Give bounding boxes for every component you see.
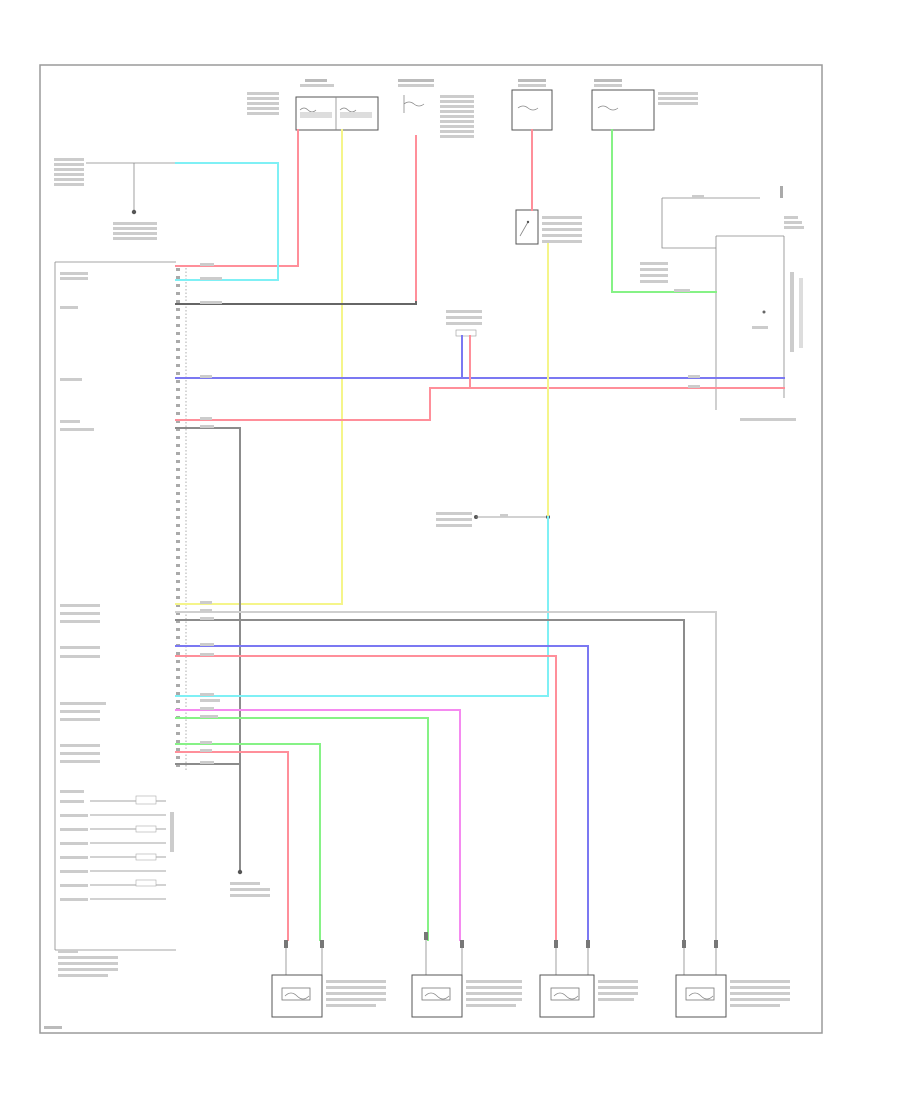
wire-pink-1 (175, 709, 461, 941)
wire-green-3 (175, 743, 321, 941)
fuse-box-3 (511, 79, 553, 131)
wire-yellow-1 (175, 129, 343, 605)
sensor-icon (550, 987, 580, 1001)
control-module (54, 261, 187, 977)
left-top-module (54, 158, 176, 240)
sensor-icon (281, 987, 311, 1001)
sensor-1 (271, 940, 386, 1018)
footer-stamp (44, 1026, 62, 1029)
wire-tags (200, 195, 704, 764)
fuse-box-2 (398, 79, 474, 138)
wire-lightgray-1 (175, 611, 717, 941)
signal-point (436, 512, 550, 527)
sensor-icon (685, 987, 715, 1001)
right-module (640, 186, 804, 421)
sensor-3 (539, 940, 638, 1018)
wire-red-6 (175, 655, 557, 941)
wire-green-2 (175, 717, 429, 941)
sensor-icon (421, 987, 451, 1001)
wire-red-3 (175, 387, 785, 421)
fuse-icon (299, 107, 357, 113)
wire-red-1 (175, 129, 299, 267)
ground-icon (131, 209, 137, 215)
sensor-2 (411, 932, 522, 1018)
wire-red-7 (175, 751, 289, 941)
fuse-box-1 (295, 96, 379, 131)
sensor-4 (675, 940, 790, 1018)
wire-blue-3 (175, 645, 589, 941)
wire-gray-2 (175, 427, 241, 871)
joint-connector (446, 310, 482, 337)
pressure-switch (515, 209, 582, 245)
diagram-frame (39, 64, 823, 1034)
ground-icon (237, 869, 243, 875)
switch-legend (60, 790, 174, 901)
fuse-box-4 (591, 79, 698, 131)
fuse-box-label-1 (247, 79, 334, 115)
wire-lightblue-1 (175, 162, 279, 281)
wire-green-1 (611, 129, 717, 293)
wire-lightblue-2 (175, 516, 549, 697)
wire-gray-3 (175, 619, 685, 941)
